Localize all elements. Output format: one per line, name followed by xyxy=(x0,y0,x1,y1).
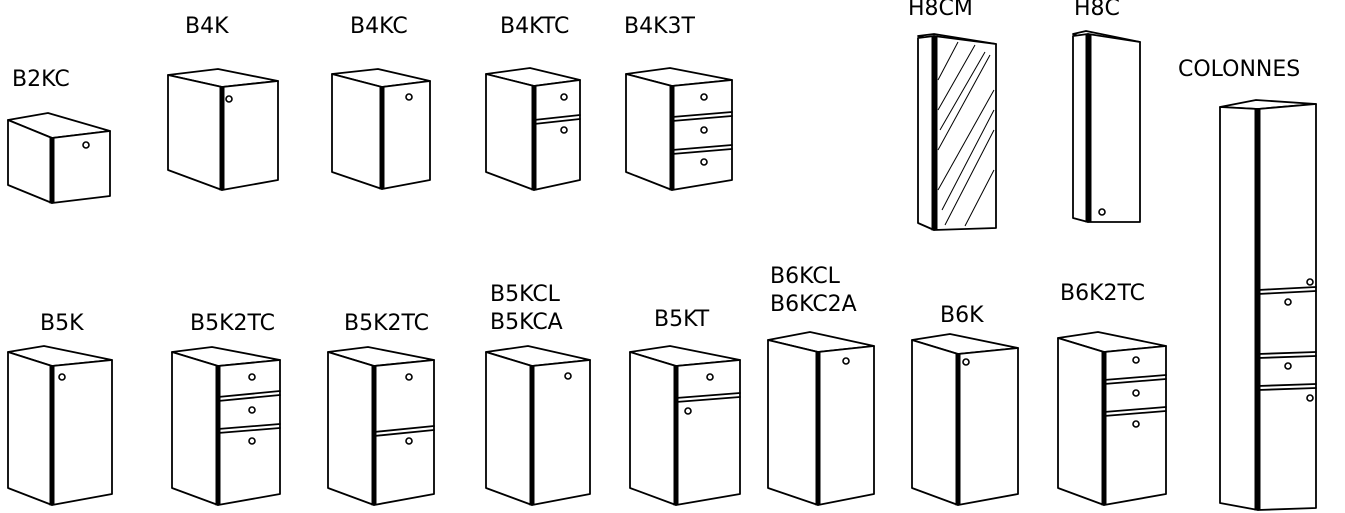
knob-icon xyxy=(1284,362,1292,370)
cabinet-b4k xyxy=(167,68,279,191)
cabinet-h8c xyxy=(1072,30,1141,223)
knob-icon xyxy=(1098,208,1106,216)
knob-icon xyxy=(1284,298,1292,306)
label-b6kcl: B6KCL xyxy=(770,264,841,289)
label-b4kc: B4KC xyxy=(350,14,408,39)
knob-icon xyxy=(700,126,708,134)
cabinet-b5kcl-b5kca xyxy=(485,345,591,506)
knob-icon xyxy=(1132,389,1140,397)
knob-icon xyxy=(248,406,256,414)
cabinet-b5kt xyxy=(629,345,741,506)
knob-icon xyxy=(225,95,233,103)
knob-icon xyxy=(842,357,850,365)
knob-icon xyxy=(706,373,714,381)
knob-icon xyxy=(700,93,708,101)
label-colonnes: COLONNES xyxy=(1178,57,1300,82)
knob-icon xyxy=(684,407,692,415)
knob-icon xyxy=(560,93,568,101)
label-b5k2tc-second: B5K2TC xyxy=(344,311,429,336)
label-b4ktc: B4KTC xyxy=(500,14,569,39)
label-b5k: B5K xyxy=(40,311,84,336)
label-b6k2tc: B6K2TC xyxy=(1060,281,1145,306)
knob-icon xyxy=(405,373,413,381)
knob-icon xyxy=(1132,420,1140,428)
label-h8cm: H8CM xyxy=(908,0,973,21)
label-b6kc2a: B6KC2A xyxy=(770,292,857,317)
knob-icon xyxy=(82,141,90,149)
knob-icon xyxy=(560,126,568,134)
cabinet-b6kcl-b6kc2a xyxy=(767,331,875,506)
cabinet-b4ktc xyxy=(485,67,581,191)
label-b5kca: B5KCA xyxy=(490,310,563,335)
knob-icon xyxy=(405,437,413,445)
cabinet-b6k xyxy=(911,333,1019,506)
cabinet-b4kc xyxy=(331,68,431,190)
label-b4k3t: B4K3T xyxy=(624,14,696,39)
label-b5kt: B5KT xyxy=(654,307,710,332)
cabinet-b5k2tc-second xyxy=(327,346,435,506)
knob-icon xyxy=(248,437,256,445)
label-h8c: H8C xyxy=(1074,0,1120,21)
label-b5k2tc-first: B5K2TC xyxy=(190,311,275,336)
cabinet-colonnes xyxy=(1219,99,1317,511)
knob-icon xyxy=(700,158,708,166)
label-b6k: B6K xyxy=(940,303,984,328)
knob-icon xyxy=(564,372,572,380)
label-b5kcl: B5KCL xyxy=(490,282,561,307)
cabinet-b4k3t xyxy=(625,67,733,191)
label-b4k: B4K xyxy=(185,14,229,39)
knob-icon xyxy=(405,93,413,101)
knob-icon xyxy=(58,373,66,381)
cabinet-h8cm xyxy=(917,33,997,231)
cabinet-b5k2tc-first xyxy=(171,346,281,506)
knob-icon xyxy=(1306,278,1314,286)
cabinet-b6k2tc xyxy=(1057,331,1167,506)
knob-icon xyxy=(1306,394,1314,402)
label-b2kc: B2KC xyxy=(12,67,70,92)
mirror-hatch xyxy=(937,41,995,227)
knob-icon xyxy=(1132,356,1140,364)
cabinet-b2kc xyxy=(7,112,111,204)
cabinet-b5k xyxy=(7,345,113,506)
knob-icon xyxy=(962,358,970,366)
knob-icon xyxy=(248,373,256,381)
